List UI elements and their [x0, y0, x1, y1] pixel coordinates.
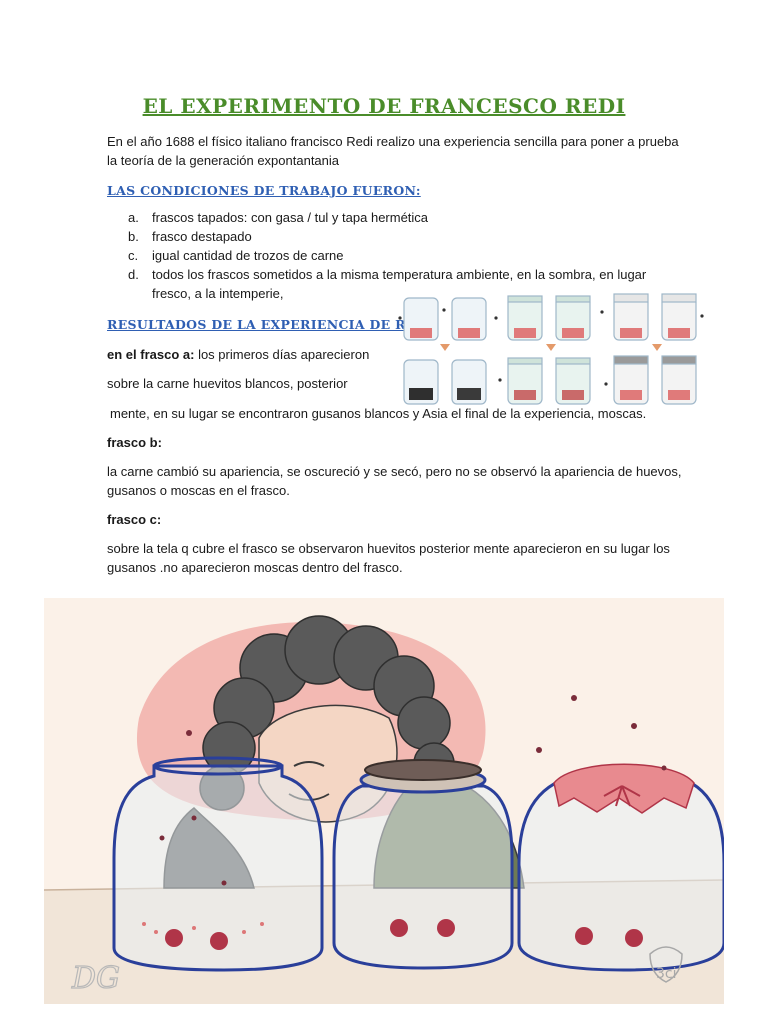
- logo-text: 3ci: [656, 966, 677, 982]
- jar-cloth: [517, 763, 724, 972]
- arrow-down-icon: [546, 344, 556, 351]
- diagram-jar: [613, 293, 649, 341]
- result-c-line-2: gusanos .no aparecieron moscas dentro de…: [107, 560, 403, 575]
- list-item: b. frasco destapado: [128, 227, 648, 246]
- intro-line-2: la teoría de la generación expontantania: [107, 153, 340, 168]
- conditions-heading: LAS CONDICIONES DE TRABAJO FUERON:: [107, 183, 421, 198]
- list-marker: d.: [128, 267, 139, 282]
- diagram-jar: [555, 295, 591, 341]
- diagram-jar: [451, 359, 487, 405]
- result-b-line-2: gusanos o moscas en el frasco.: [107, 483, 290, 498]
- redi-illustration: DG 3ci: [44, 598, 724, 1004]
- result-c-label-text: frasco c:: [107, 512, 162, 527]
- diagram-jar: [403, 359, 439, 405]
- page-title: EL EXPERIMENTO DE FRANCESCO REDI: [142, 94, 626, 118]
- experiment-diagram: [398, 293, 704, 405]
- jar-lidded: [332, 759, 514, 970]
- result-a-line-1: en el frasco a: los primeros días aparec…: [107, 345, 369, 364]
- jar-open: [112, 756, 324, 972]
- artist-signature: DG: [71, 961, 120, 996]
- result-a-text: los primeros días aparecieron: [198, 347, 370, 362]
- list-item: d. todos los frascos sometidos a la misma…: [128, 265, 648, 303]
- 3ci-logo: 3ci: [649, 946, 683, 983]
- fly-icon: [159, 695, 667, 886]
- diagram-jar: [507, 295, 543, 341]
- results-heading: RESULTADOS DE LA EXPERIENCIA DE REDI:: [107, 317, 438, 332]
- result-c-line-1: sobre la tela q cubre el frasco se obser…: [107, 541, 670, 556]
- diagram-jar: [403, 297, 439, 341]
- diagram-jar: [555, 357, 591, 405]
- diagram-jar: [661, 293, 697, 341]
- list-item-text: todos los frascos sometidos a la misma t…: [152, 267, 647, 282]
- diagram-jar: [613, 355, 649, 405]
- result-a-line-2: sobre la carne huevitos blancos, posteri…: [107, 376, 348, 391]
- diagram-jar: [451, 297, 487, 341]
- result-a-label: en el frasco a:: [107, 347, 195, 362]
- list-item-text-cont: fresco, a la intemperie,: [152, 286, 284, 301]
- list-item: c. igual cantidad de trozos de carne: [128, 246, 648, 265]
- diagram-jar: [661, 355, 697, 405]
- result-b-label: frasco b:: [107, 433, 162, 452]
- diagram-jar: [507, 357, 543, 405]
- result-b-label-text: frasco b:: [107, 435, 162, 450]
- list-marker: a.: [128, 210, 139, 225]
- fly-icon: [398, 308, 704, 386]
- result-b-line-1: la carne cambió su apariencia, se oscure…: [107, 464, 682, 479]
- list-item-text: frascos tapados: con gasa / tul y tapa h…: [152, 210, 429, 225]
- arrow-down-icon: [440, 344, 450, 351]
- arrow-down-icon: [652, 344, 662, 351]
- list-item-text: frasco destapado: [152, 229, 252, 244]
- list-marker: c.: [128, 248, 139, 263]
- result-a-line-3: mente, en su lugar se encontraron gusano…: [110, 406, 647, 421]
- list-item: a. frascos tapados: con gasa / tul y tapa…: [128, 208, 648, 227]
- list-marker: b.: [128, 229, 139, 244]
- list-item-text: igual cantidad de trozos de carne: [152, 248, 344, 263]
- intro-line-1: En el año 1688 el físico italiano franci…: [107, 134, 679, 149]
- result-c-label: frasco c:: [107, 510, 161, 529]
- conditions-list: a. frascos tapados: con gasa / tul y tapa…: [128, 208, 648, 303]
